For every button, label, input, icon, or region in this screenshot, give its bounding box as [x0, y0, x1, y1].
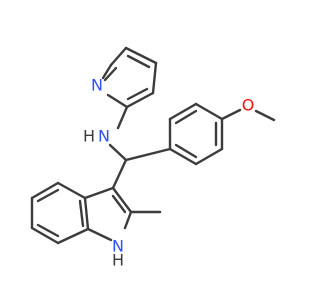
bond-double-inner — [126, 87, 149, 101]
bond — [111, 186, 133, 214]
bond — [83, 196, 90, 231]
bond-double-inner — [78, 199, 85, 228]
bond-double-inner — [174, 109, 198, 125]
bond-double-inner — [36, 223, 60, 238]
bond — [194, 102, 224, 121]
bond — [56, 181, 87, 200]
bond — [30, 181, 60, 200]
amine-hydrogen-label: H — [83, 127, 95, 146]
bond — [168, 102, 198, 121]
bond — [83, 186, 115, 200]
methoxyphenyl-ring — [168, 102, 224, 166]
indole-hydrogen-label: H — [112, 251, 124, 270]
bond — [220, 108, 242, 121]
bond — [106, 93, 129, 109]
indole-pyrrole-ring — [83, 186, 133, 242]
molecule-structure: N N H O N H — [30, 46, 276, 270]
bond — [86, 227, 113, 242]
bond — [108, 143, 128, 162]
bond — [194, 147, 224, 166]
bond — [116, 105, 129, 130]
bond — [109, 46, 128, 67]
pyridine-ring — [101, 46, 158, 109]
methoxy-oxygen-label: O — [242, 96, 255, 115]
bond-double-inner — [36, 188, 60, 203]
bond — [168, 147, 198, 166]
bond — [101, 63, 113, 80]
bond — [56, 227, 90, 245]
indole-benzene-ring — [30, 181, 90, 245]
bond — [124, 147, 172, 162]
pyridine-nitrogen-label: N — [91, 76, 103, 95]
bond — [123, 210, 133, 230]
bond — [30, 226, 60, 245]
amine-nitrogen-label: N — [98, 127, 110, 146]
bond — [254, 109, 276, 122]
molecule-canvas: N N H O N H — [30, 46, 276, 270]
bond-double-inner — [126, 54, 151, 69]
bond-double-inner — [111, 194, 127, 214]
indole-nitrogen-label: N — [112, 237, 124, 256]
bond-double-inner — [103, 66, 118, 82]
bond — [111, 158, 128, 190]
bond — [125, 91, 155, 109]
bond — [124, 46, 158, 65]
bond-double-inner — [174, 143, 198, 159]
bond — [151, 61, 158, 95]
